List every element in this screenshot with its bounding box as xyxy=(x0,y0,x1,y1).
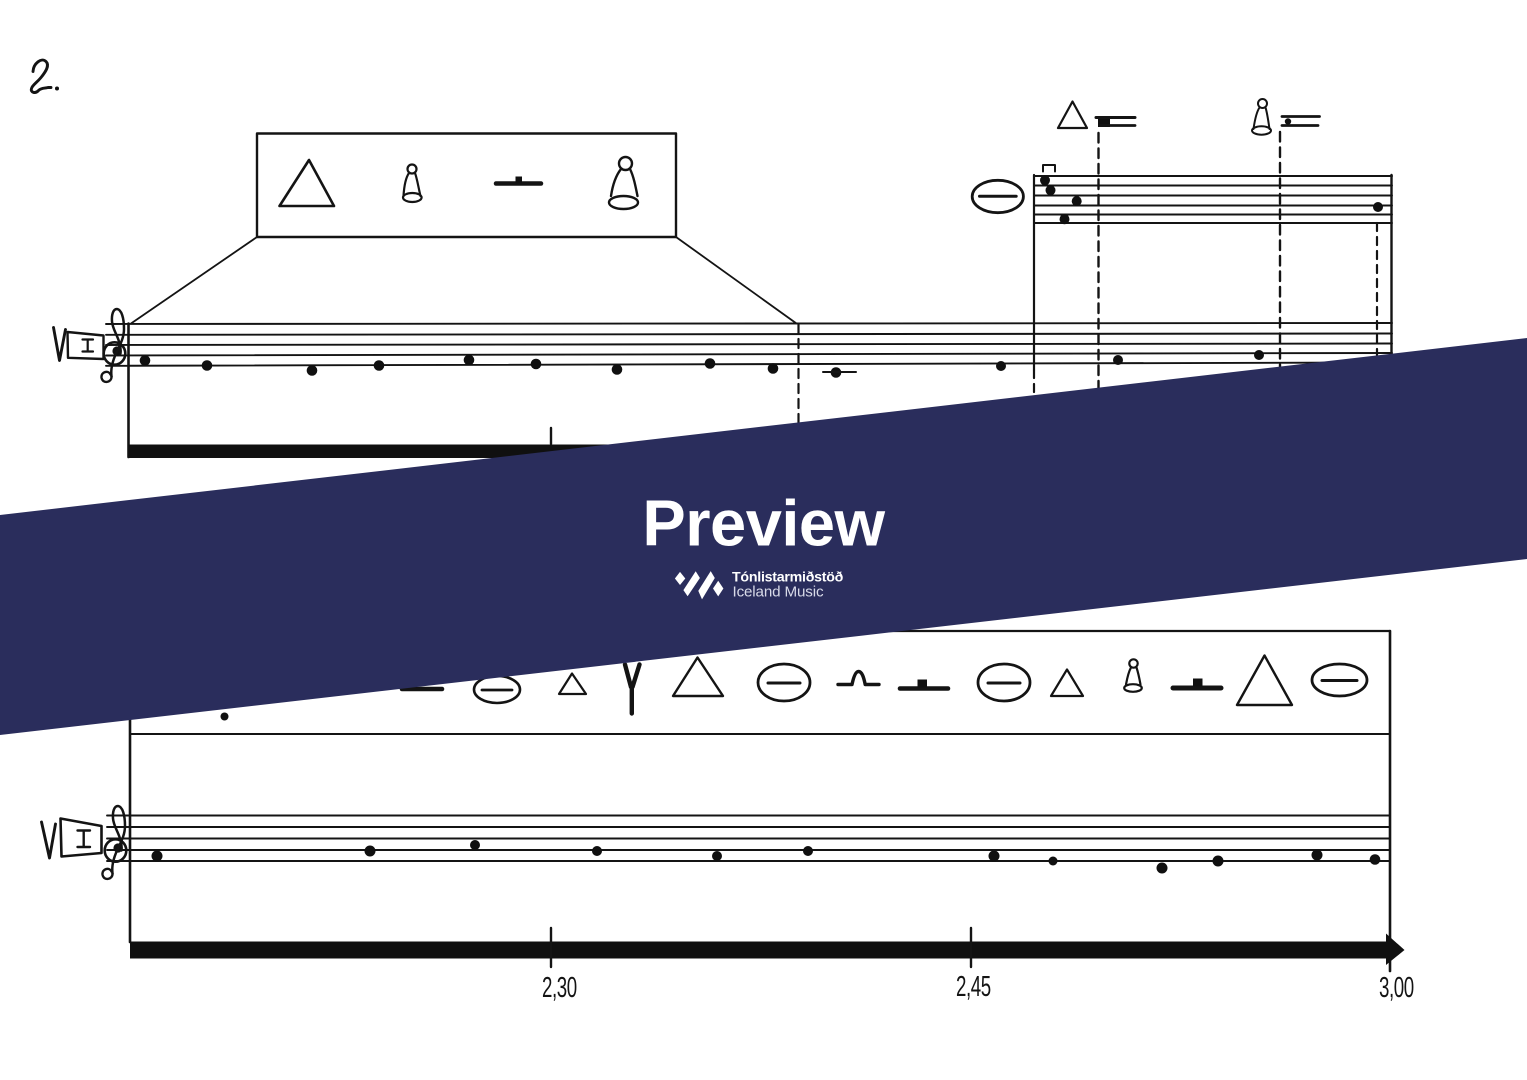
svg-text:3,00: 3,00 xyxy=(1379,972,1414,1004)
svg-text:Iceland Music: Iceland Music xyxy=(733,584,824,601)
svg-text:Preview: Preview xyxy=(642,487,885,560)
svg-text:Tónlistarmiðstöð: Tónlistarmiðstöð xyxy=(732,570,844,586)
svg-text:2,45: 2,45 xyxy=(956,971,991,1003)
svg-text:2,30: 2,30 xyxy=(542,972,577,1004)
